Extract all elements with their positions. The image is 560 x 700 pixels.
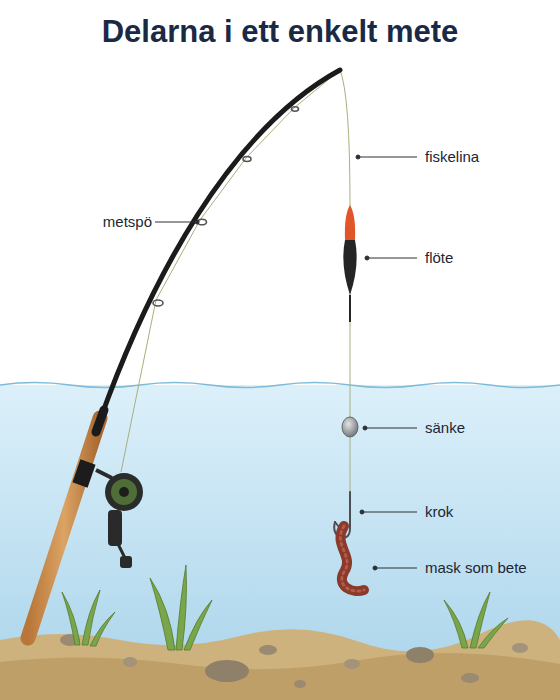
lake-bottom-part xyxy=(0,653,560,700)
water-part xyxy=(0,385,560,700)
part-label: flöte xyxy=(425,249,453,267)
water-plants-part xyxy=(62,592,80,645)
water-plants-part xyxy=(150,578,175,650)
worm-part xyxy=(340,526,364,591)
sinker-part xyxy=(342,417,358,437)
part-label: fiskelina xyxy=(425,148,479,166)
reel-part xyxy=(119,487,129,497)
lake-bottom-part xyxy=(205,660,249,682)
water-plants xyxy=(62,565,508,650)
worm-part xyxy=(340,526,364,591)
leader-lines-part xyxy=(367,258,417,259)
water-plants-part xyxy=(478,618,508,648)
fishing-rod-part xyxy=(96,410,104,432)
leader-lines-part xyxy=(373,566,377,570)
water xyxy=(0,383,560,700)
leader-lines-part xyxy=(363,426,367,430)
lake-bottom-part xyxy=(123,657,137,667)
float-part xyxy=(343,240,356,295)
reel-part xyxy=(111,479,137,505)
fishing-rod-part xyxy=(28,418,100,638)
leader-lines-part xyxy=(358,157,417,158)
reel xyxy=(96,470,143,568)
part-label: mask som bete xyxy=(425,559,527,577)
leader-lines-part xyxy=(365,428,417,429)
leader-lines-part xyxy=(365,256,369,260)
worm xyxy=(340,526,364,591)
part-label: metspö xyxy=(103,213,152,231)
leader-lines-part xyxy=(375,568,417,569)
lake-bottom-part xyxy=(512,643,528,653)
water-plants-part xyxy=(444,600,468,648)
water-part xyxy=(0,383,560,388)
reel-part xyxy=(96,470,112,478)
water-plants-part xyxy=(184,600,212,650)
leader-lines-part xyxy=(362,512,417,513)
part-label: sänke xyxy=(425,419,465,437)
fishing-rod xyxy=(28,70,340,638)
fishing-rod-part xyxy=(153,300,163,306)
water-plants-part xyxy=(90,612,115,646)
fishing-rod-part xyxy=(153,107,299,306)
reel-part xyxy=(105,473,143,511)
fishing-rod-part xyxy=(243,157,251,162)
float-part xyxy=(345,205,355,240)
fishing-rod-part xyxy=(100,70,340,420)
leader-lines-part xyxy=(155,222,197,223)
fishing-line-part xyxy=(121,70,340,472)
leader-lines-part xyxy=(195,220,199,224)
leader-lines-part xyxy=(360,510,364,514)
leader-lines-part xyxy=(356,155,360,159)
part-label: krok xyxy=(425,503,453,521)
fishing-rod-part xyxy=(292,107,299,111)
float xyxy=(343,205,356,322)
leader-lines xyxy=(155,155,417,570)
lake-bottom-part xyxy=(259,645,277,655)
sinker xyxy=(342,417,358,437)
diagram-title: Delarna i ett enkelt mete xyxy=(0,14,560,50)
reel-part xyxy=(120,556,132,568)
lake-bottom-part xyxy=(344,659,360,669)
fishing-line xyxy=(121,70,350,492)
lake-bottom-part xyxy=(461,673,479,683)
water-plants-part xyxy=(176,565,187,650)
float-part xyxy=(349,295,351,322)
fishing-rod-part xyxy=(80,462,88,485)
lake-bottom-part xyxy=(294,680,306,688)
lake-bottom-part xyxy=(406,647,434,663)
